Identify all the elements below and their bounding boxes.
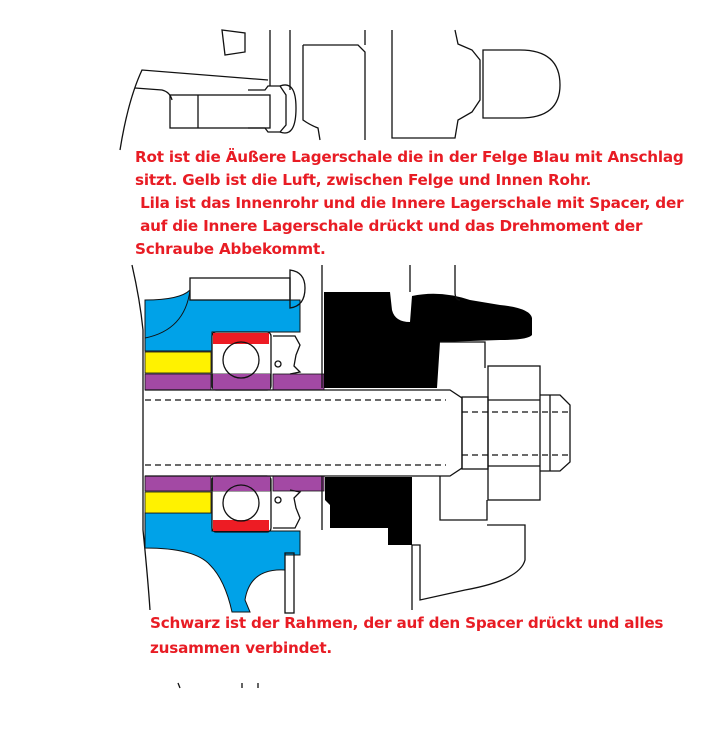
upper-drawing: [119, 29, 561, 151]
annotation-line: Schraube Abbekommt.: [135, 240, 326, 258]
annotation-line: auf die Innere Lagerschale drückt und da…: [135, 217, 643, 235]
annotation-bottom: Schwarz ist der Rahmen, der auf den Spac…: [150, 611, 663, 661]
annotation-line: Rot ist die Äußere Lagerschale die in de…: [135, 148, 684, 166]
rim-outline: [131, 264, 151, 611]
annotation-line: Lila ist das Innenrohr und die Innere La…: [135, 194, 684, 212]
annotation-top: Rot ist die Äußere Lagerschale die in de…: [135, 146, 684, 261]
air-gap-bottom: [144, 491, 212, 514]
rim-screw: [189, 269, 306, 309]
axle: [145, 389, 570, 477]
annotation-line: zusammen verbindet.: [150, 639, 332, 657]
axle-nut: [487, 365, 571, 501]
air-gap-top: [144, 351, 212, 374]
washer-plate: [284, 552, 295, 614]
annotation-line: sitzt. Gelb ist die Luft, zwischen Felge…: [135, 171, 592, 189]
annotation-line: Schwarz ist der Rahmen, der auf den Spac…: [150, 614, 664, 632]
frame-black: [324, 292, 532, 545]
inner-tube-purple: [144, 373, 325, 492]
